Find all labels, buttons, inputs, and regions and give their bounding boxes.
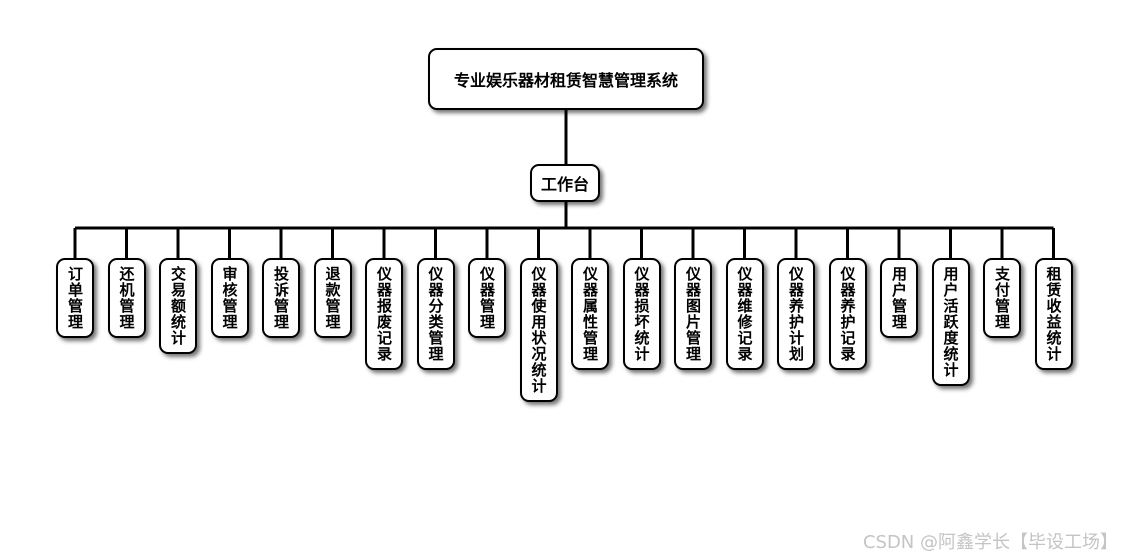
leaf-node: 仪器图片管理 [674, 258, 712, 370]
leaf-node: 退款管理 [313, 258, 352, 338]
leaf-node-label: 租赁收益统计 [1044, 266, 1063, 362]
leaf-node-label: 支付管理 [993, 266, 1011, 330]
leaf-node: 还机管理 [107, 258, 146, 338]
leaf-node-label: 订单管理 [66, 266, 84, 330]
leaf-node-label: 仪器损坏统计 [632, 266, 651, 362]
root-node-label: 专业娱乐器材租赁智慧管理系统 [453, 71, 678, 90]
leaf-node-label: 交易额统计 [169, 266, 187, 346]
leaf-node-label: 仪器属性管理 [581, 266, 599, 362]
leaf-node: 审核管理 [210, 258, 249, 338]
leaf-node-label: 用户管理 [890, 266, 908, 330]
leaf-node-label: 投诉管理 [272, 266, 290, 330]
leaf-node-label: 仪器管理 [478, 266, 496, 330]
watermark: CSDN @阿鑫学长【毕设工场】 [862, 532, 1118, 553]
leaf-node: 投诉管理 [262, 258, 300, 338]
leaf-node: 仪器损坏统计 [622, 258, 661, 370]
leaf-node: 支付管理 [983, 258, 1021, 338]
leaf-node-label: 仪器使用状况统计 [529, 266, 548, 394]
leaf-node: 仪器分类管理 [416, 258, 455, 370]
leaf-node: 仪器属性管理 [571, 258, 609, 370]
leaf-node: 仪器养护记录 [828, 258, 867, 370]
hub-node-label: 工作台 [540, 175, 589, 194]
leaf-node-label: 还机管理 [117, 266, 136, 330]
hub-node-workbench: 工作台 [530, 164, 600, 202]
leaf-node-label: 用户活跃度统计 [941, 266, 960, 378]
leaf-node-label: 仪器图片管理 [684, 266, 702, 362]
leaf-node: 用户管理 [880, 258, 918, 338]
leaf-node: 交易额统计 [159, 258, 197, 354]
leaf-node-label: 审核管理 [220, 266, 239, 330]
leaf-node: 订单管理 [56, 258, 94, 338]
leaf-node: 仪器管理 [468, 258, 506, 338]
leaf-node: 用户活跃度统计 [931, 258, 970, 386]
leaf-node: 仪器报废记录 [365, 258, 403, 370]
leaf-node: 仪器使用状况统计 [519, 258, 558, 402]
root-node: 专业娱乐器材租赁智慧管理系统 [428, 48, 704, 110]
leaf-node: 仪器养护计划 [777, 258, 815, 370]
leaf-node: 租赁收益统计 [1034, 258, 1073, 370]
leaf-node-label: 仪器养护计划 [787, 266, 805, 362]
leaf-node-label: 仪器维修记录 [735, 266, 754, 362]
leaf-node-label: 退款管理 [323, 266, 342, 330]
leaf-node-label: 仪器养护记录 [838, 266, 857, 362]
leaf-node: 仪器维修记录 [725, 258, 764, 370]
leaf-node-label: 仪器报废记录 [375, 266, 393, 362]
leaf-node-label: 仪器分类管理 [426, 266, 445, 362]
